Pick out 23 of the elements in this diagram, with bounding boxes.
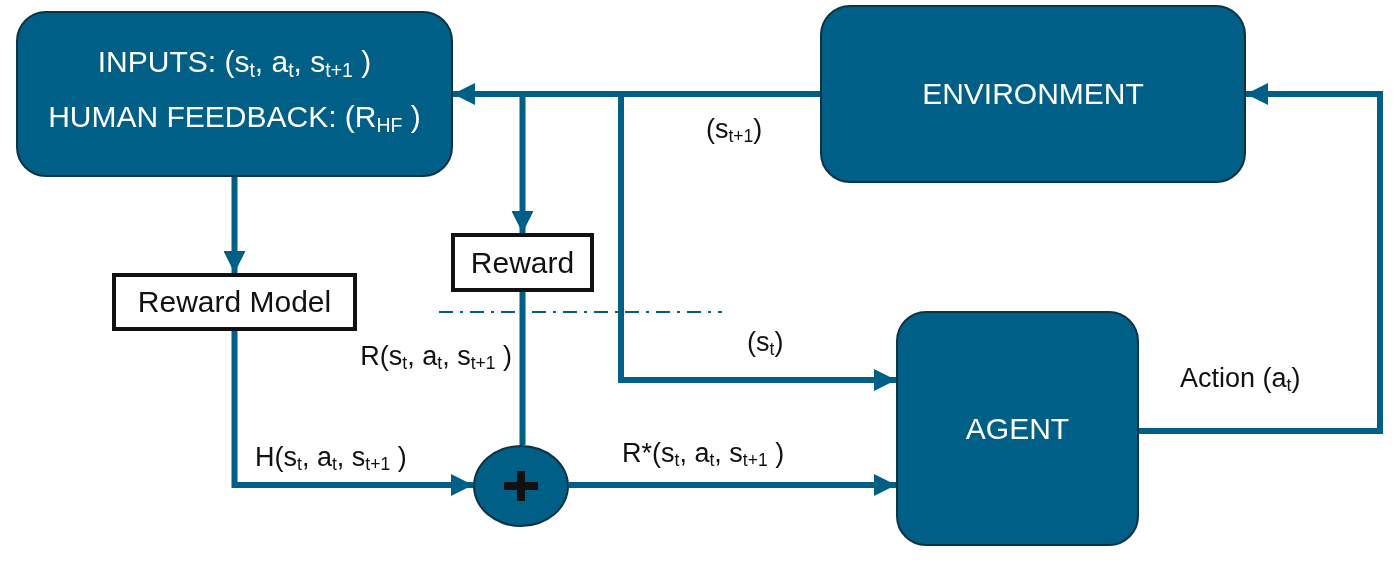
arrow <box>1139 83 1383 434</box>
edge-label: (s$_{t}$) <box>747 326 784 359</box>
edge-label: Action (a$_{t}$) <box>1180 362 1301 395</box>
rounded-box <box>16 11 453 177</box>
connector-line <box>519 292 526 445</box>
node-label: Reward <box>470 244 575 281</box>
process-box <box>451 233 594 292</box>
edge-label: H(s$_{t}$, a$_{t}$, s$_{t+1}$ ) <box>255 441 407 474</box>
node-label: AGENT <box>965 410 1070 447</box>
node-label: INPUTS: (s$_{t}$, a$_{t}$, s$_{t+1}$ ) <box>97 43 372 80</box>
edge-label: R(s$_{t}$, a$_{t}$, s$_{t+1}$ ) <box>360 340 512 373</box>
arrow <box>569 474 896 496</box>
arrow <box>223 177 246 273</box>
node-label: HUMAN FEEDBACK: (R$_{HF}$ ) <box>48 99 421 136</box>
rounded-box <box>820 5 1246 183</box>
node-label: Reward Model <box>137 284 332 321</box>
arrow <box>618 91 896 391</box>
node-label: ENVIRONMENT <box>922 76 1144 113</box>
edge-label: (s$_{t+1}$) <box>706 113 763 146</box>
arrow <box>231 331 473 496</box>
rounded-box <box>896 311 1139 546</box>
edge-label: R*(s$_{t}$, a$_{t}$, s$_{t+1}$ ) <box>622 437 785 470</box>
process-box <box>112 273 357 331</box>
